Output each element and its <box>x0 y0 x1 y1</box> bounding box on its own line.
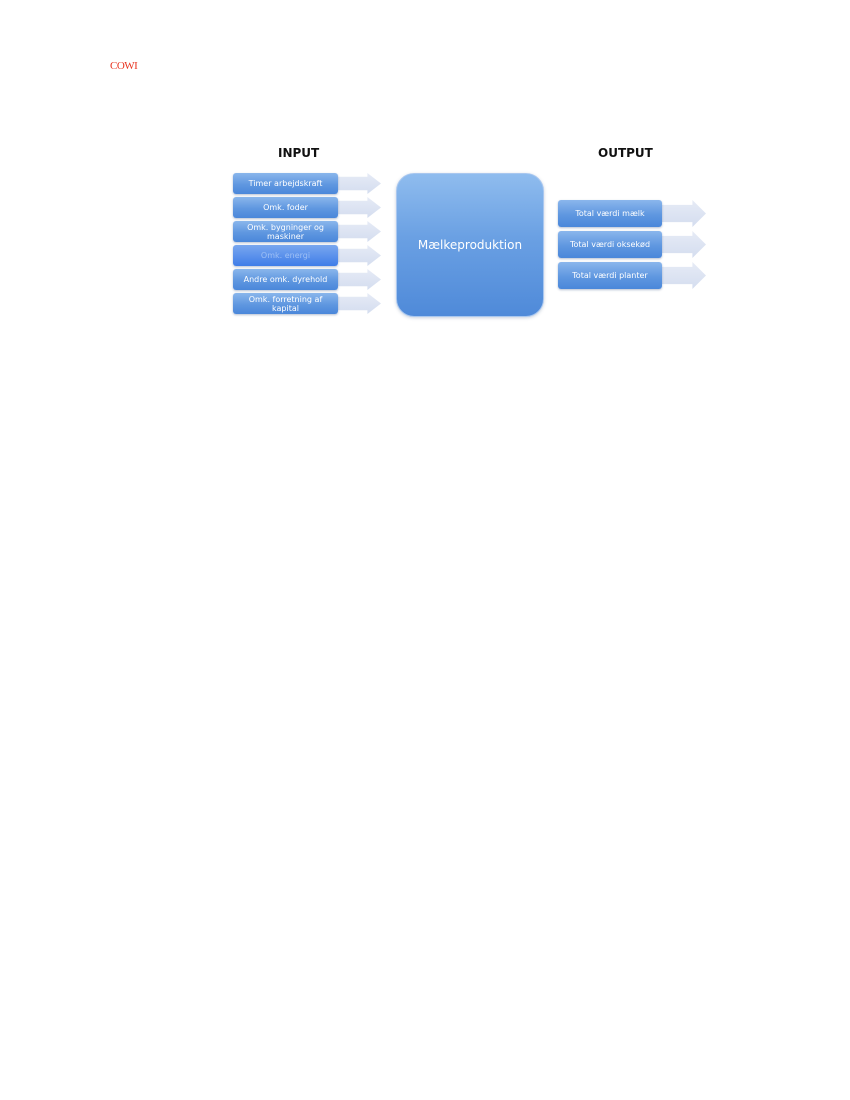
cowi-logo: COWI <box>110 60 138 72</box>
output-box: Total værdi planter <box>558 262 662 289</box>
output-item: Total værdi oksekød <box>558 231 706 258</box>
input-item: Omk. bygninger og maskiner <box>233 221 381 242</box>
output-box: Total værdi mælk <box>558 200 662 227</box>
output-column: Total værdi mælk Total værdi oksekød Tot… <box>558 200 706 289</box>
input-box: Omk. energi <box>233 245 338 266</box>
input-item: Omk. energi <box>233 245 381 266</box>
input-box: Omk. bygninger og maskiner <box>233 221 338 242</box>
input-heading: INPUT <box>278 146 320 160</box>
input-box: Omk. foder <box>233 197 338 218</box>
output-box: Total værdi oksekød <box>558 231 662 258</box>
output-item: Total værdi planter <box>558 262 706 289</box>
input-box: Timer arbejdskraft <box>233 173 338 194</box>
input-item: Omk. foder <box>233 197 381 218</box>
input-box: Andre omk. dyrehold <box>233 269 338 290</box>
input-box: Omk. forretning af kapital <box>233 293 338 314</box>
process-box: Mælkeproduktion <box>396 173 544 317</box>
output-heading: OUTPUT <box>598 146 653 160</box>
output-item: Total værdi mælk <box>558 200 706 227</box>
input-item: Andre omk. dyrehold <box>233 269 381 290</box>
input-item: Omk. forretning af kapital <box>233 293 381 314</box>
input-item: Timer arbejdskraft <box>233 173 381 194</box>
input-column: Timer arbejdskraft Omk. foder Omk. bygni… <box>233 173 381 314</box>
